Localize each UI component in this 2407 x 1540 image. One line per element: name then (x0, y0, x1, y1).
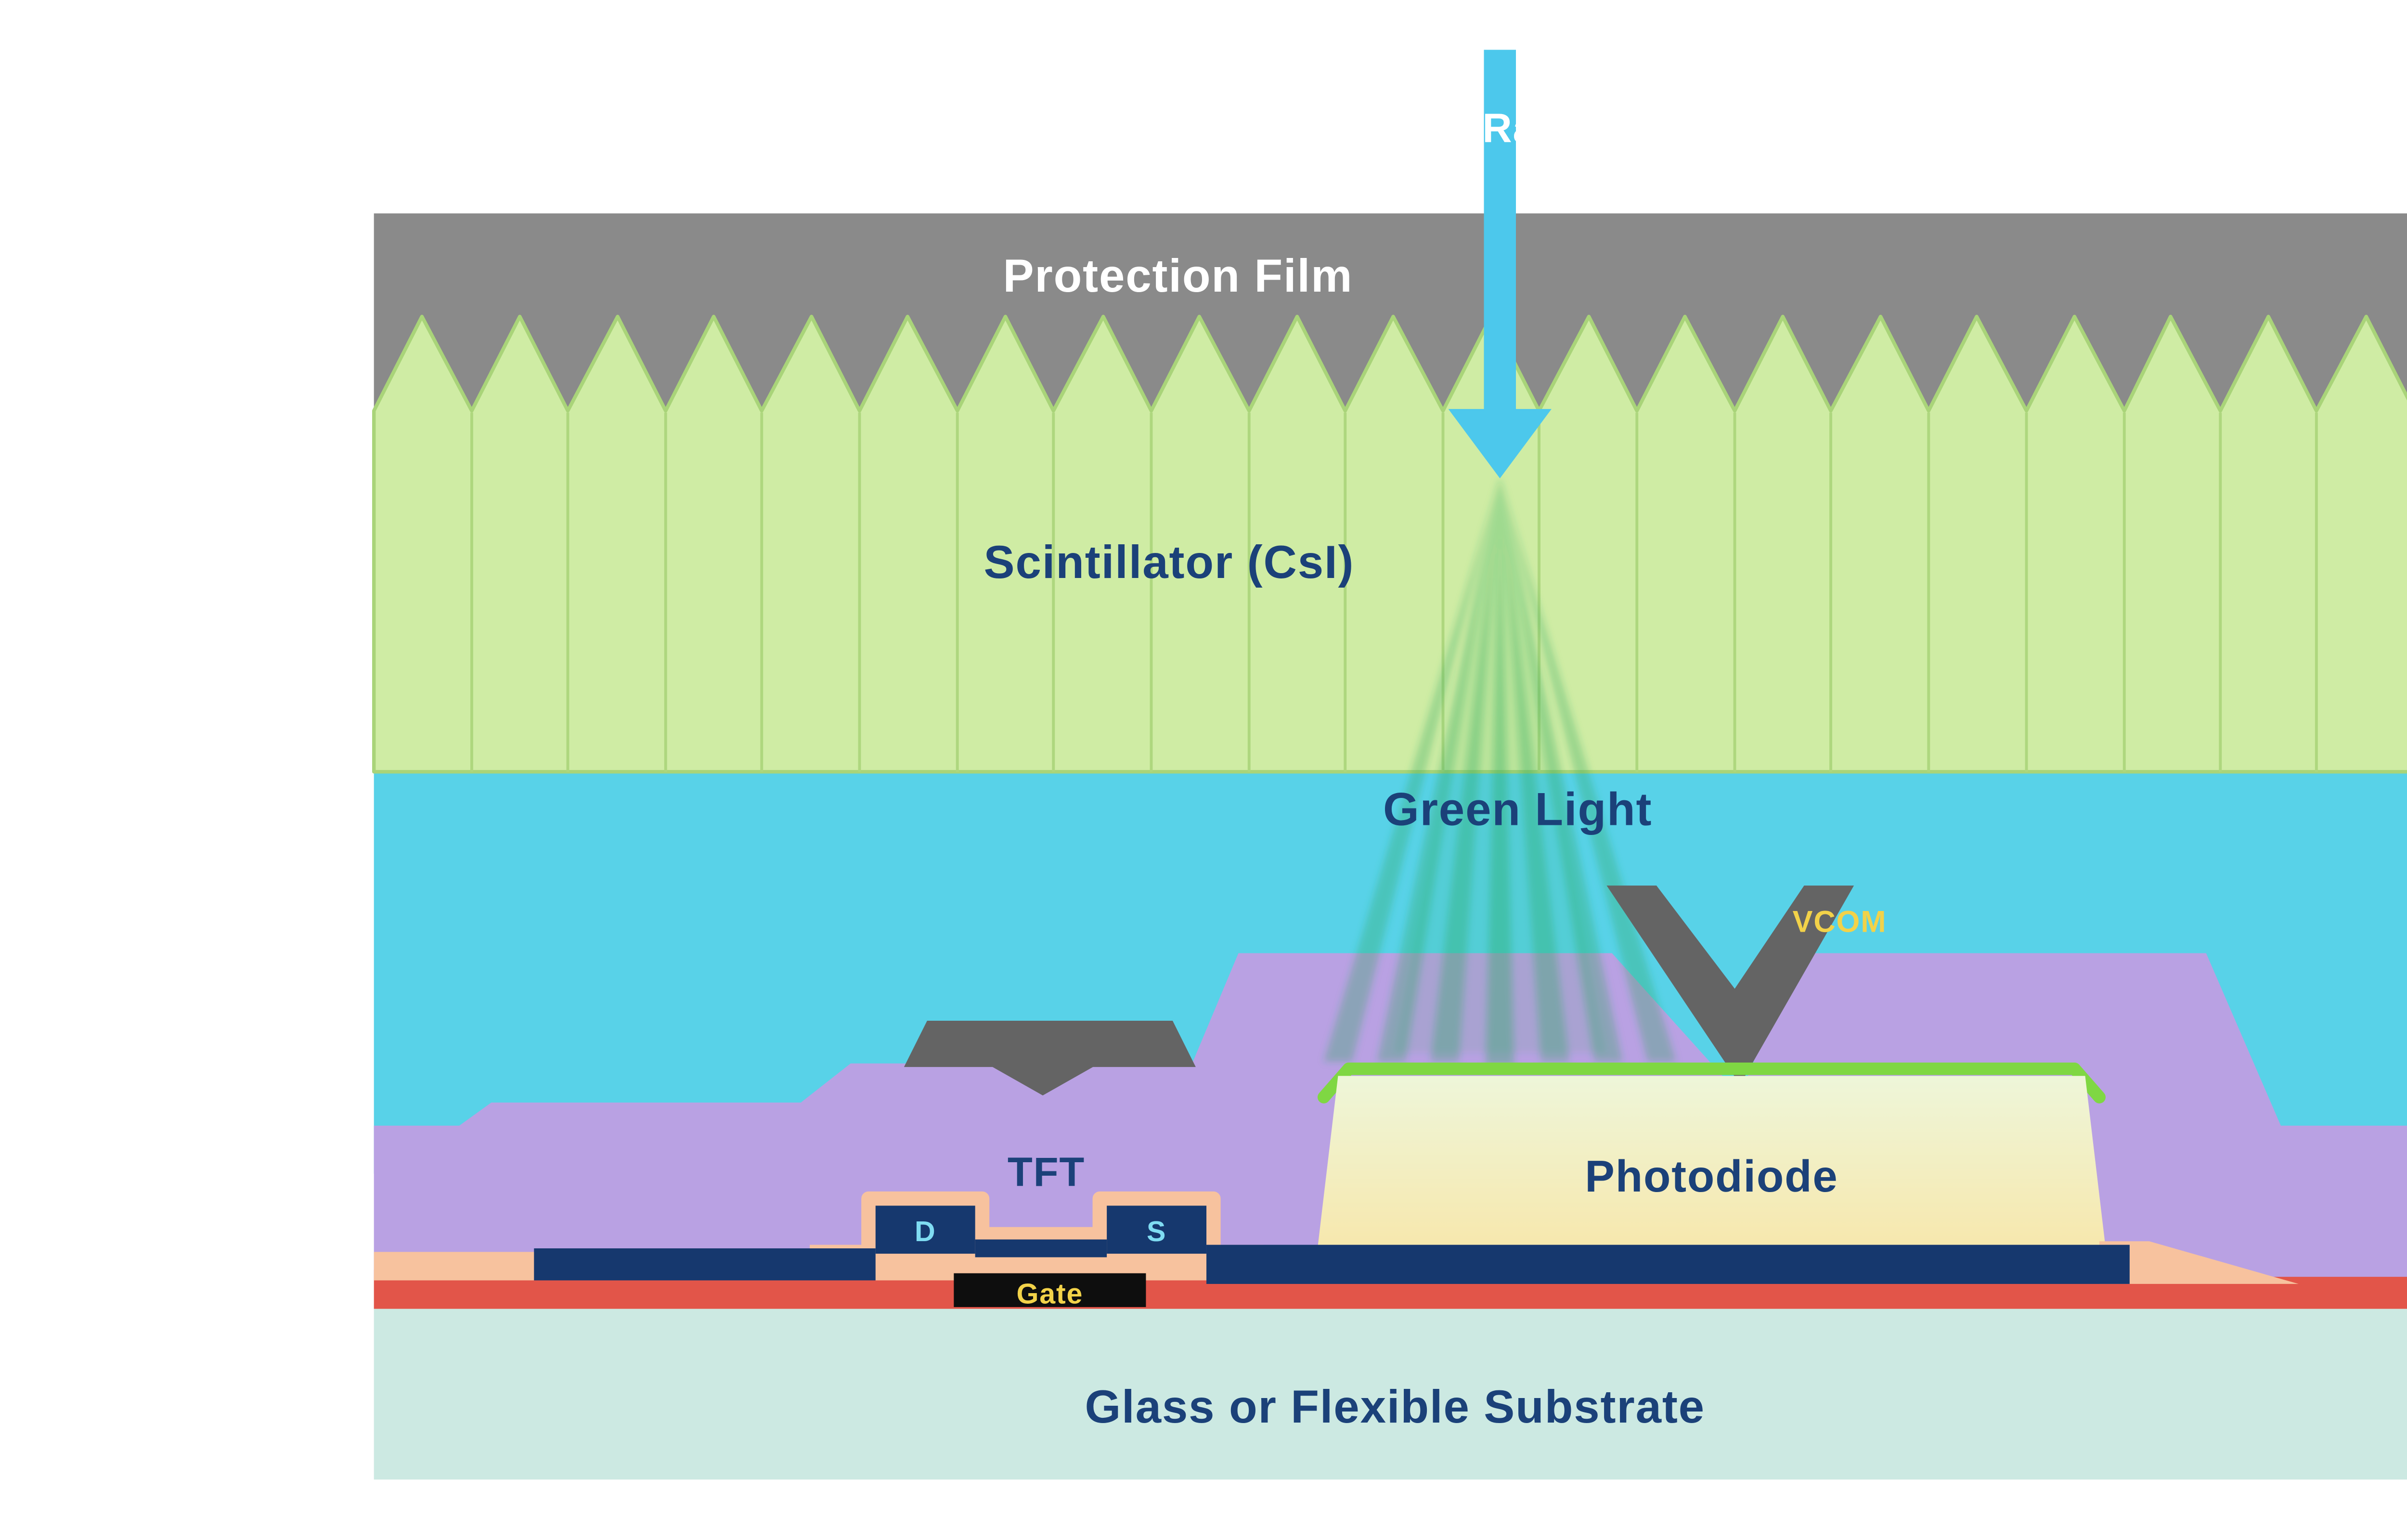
protection-film-label: Protection Film (1003, 250, 1353, 302)
green-ray (1500, 476, 1623, 1062)
channel-metal (975, 1239, 1107, 1258)
photodiode-bottom-electrode (1206, 1245, 2130, 1284)
drain-electrode (875, 1206, 975, 1254)
source-label: S (1147, 1215, 1166, 1247)
gray-block-body (904, 1021, 1196, 1067)
gray-block-notch (989, 1065, 1096, 1096)
scintillator-column-lines (470, 412, 2318, 772)
gate-label: Gate (1016, 1278, 1083, 1310)
xray-arrow-head (1448, 409, 1552, 478)
xray-arrow (1448, 50, 1552, 478)
substrate-layer (374, 1303, 2407, 1480)
green-ray (1500, 476, 1569, 1062)
scintillator-layer (372, 315, 2407, 774)
green-light-label: Green Light (1383, 784, 1652, 835)
scintillator-label: Scintillator (CsI) (984, 537, 1355, 588)
metal-layers (534, 1206, 2130, 1284)
tft-label: TFT (1008, 1150, 1085, 1195)
gate-electrode (954, 1273, 1146, 1307)
green-ray (1486, 476, 1514, 1065)
metal-left-bar (534, 1248, 876, 1281)
source-electrode (1107, 1206, 1207, 1254)
photodiode-rim (1317, 1062, 2106, 1104)
salmon-right-slope (2099, 1241, 2299, 1284)
photodiode-label: Photodiode (1585, 1151, 1838, 1201)
drain-label: D (915, 1215, 936, 1247)
gray-electrode-block (904, 1021, 1196, 1096)
xray-arrow-shaft (1484, 50, 1516, 413)
photodiode-body (1317, 1076, 2107, 1256)
xray-label: X-Ray (1440, 106, 1560, 152)
substrate-label: Glass or Flexible Substrate (1085, 1381, 1705, 1433)
vcom-label: VCOM (1793, 905, 1887, 938)
vcom-electrode (1606, 886, 1854, 1085)
